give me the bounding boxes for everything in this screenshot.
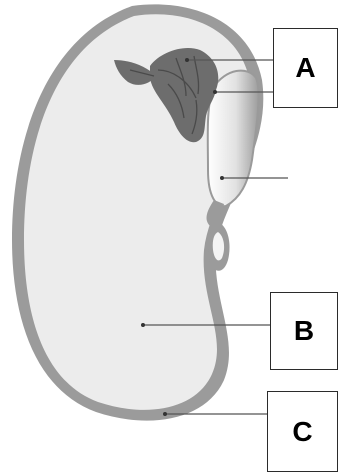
pointer-dot-unlabeled	[220, 176, 224, 180]
label-box-c: C	[267, 391, 338, 472]
label-c: C	[292, 416, 312, 448]
pointer-dot-c	[163, 412, 167, 416]
pointer-dot-b	[141, 323, 145, 327]
label-a: A	[295, 52, 315, 84]
pointer-dot-leaf	[185, 58, 189, 62]
label-b: B	[294, 315, 314, 347]
label-box-b: B	[270, 292, 338, 370]
pointer-dot-radicle	[213, 90, 217, 94]
label-box-a: A	[273, 28, 338, 108]
